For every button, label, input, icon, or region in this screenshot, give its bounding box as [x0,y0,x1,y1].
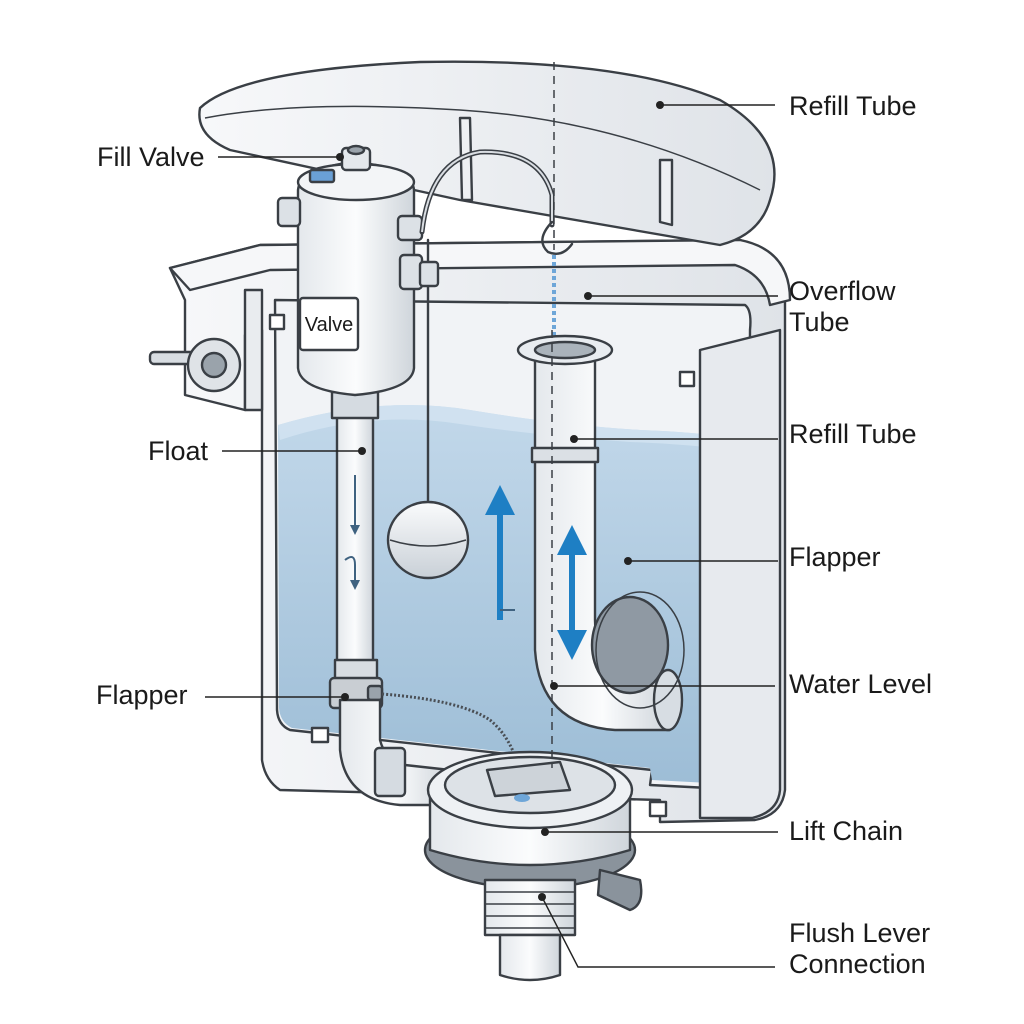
label-overflow-tube-line2: Tube [789,307,850,337]
fill-valve: Valve [276,144,470,710]
tank-body [168,238,792,824]
flush-valve [338,330,643,982]
valve-plate-text: Valve [305,314,354,336]
label-fill-valve: Fill Valve [97,142,205,172]
flow-arrows [485,485,587,660]
label-flush-lever-line2: Connection [789,949,926,979]
label-refill-tube-top: Refill Tube [789,91,917,121]
refill-tube [381,149,574,796]
label-water-level: Water Level [789,669,932,699]
callout-labels: Refill Tube Fill Valve Overflow Tube Flo… [96,91,932,979]
label-overflow-tube-line1: Overflow [789,276,896,306]
label-refill-tube-mid: Refill Tube [789,419,917,449]
float-ball [386,500,470,580]
valve-plate [298,296,360,352]
label-flapper-right: Flapper [789,542,881,572]
label-flush-lever-line1: Flush Lever [789,918,930,948]
label-flapper-left: Flapper [96,680,188,710]
label-float: Float [148,436,209,466]
callout-leaders [205,101,778,968]
label-lift-chain: Lift Chain [789,816,903,846]
supply-inlet [148,337,242,393]
